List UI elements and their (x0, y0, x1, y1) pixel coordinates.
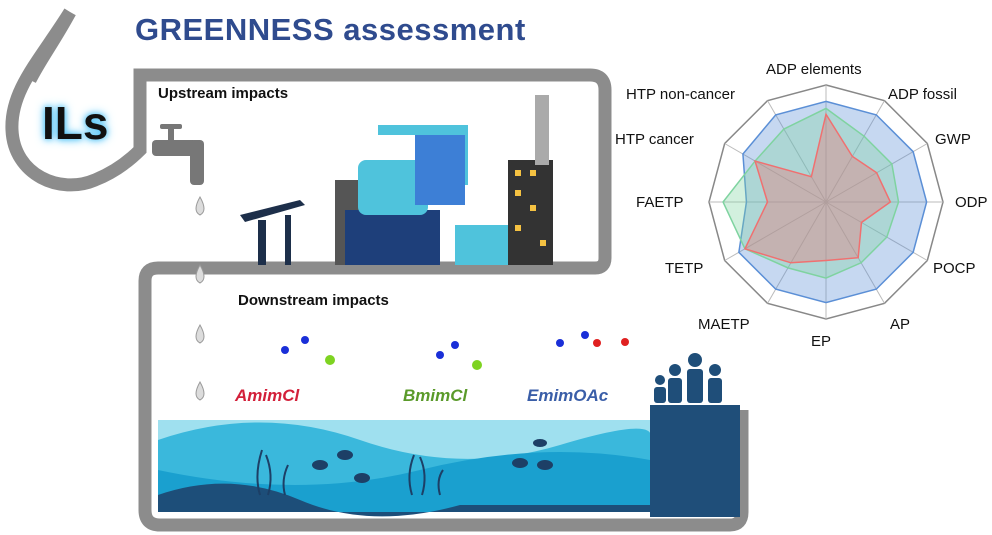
axis-label: HTP non-cancer (626, 86, 735, 103)
axis-label: POCP (933, 260, 976, 277)
page-title: GREENNESS assessment (135, 12, 526, 47)
shore-pillar (650, 405, 740, 517)
fish-icons (312, 439, 553, 483)
radar-axis-line (724, 201, 827, 261)
seaweed-icons (256, 449, 444, 496)
radar-series-amimcl (743, 112, 892, 264)
droplet-icons (195, 195, 205, 401)
axis-label: GWP (935, 131, 971, 148)
axis-label: AP (890, 316, 911, 333)
chem-label-bmimcl: BmimCl (403, 386, 468, 405)
faucet-icon (152, 124, 204, 185)
pipe-outline (5, 8, 749, 532)
radar-axis-line (767, 100, 827, 203)
axis-label: MAETP (698, 316, 750, 333)
radar-axis-line (825, 201, 885, 304)
axis-label: EP (811, 333, 832, 350)
radar-axis-line (724, 143, 827, 203)
people-icon (654, 353, 722, 403)
axis-label: ODP (955, 194, 988, 211)
chem-label-amimcl: AmimCl (235, 386, 300, 405)
radar-chart (708, 84, 944, 320)
axis-label: FAETP (636, 194, 684, 211)
axis-label: TETP (665, 260, 704, 277)
ils-label: ILs (42, 97, 109, 149)
radar-axis-line (767, 201, 827, 304)
molecule-illustrations (281, 331, 629, 370)
radar-axis-line (825, 201, 928, 261)
water-body (158, 420, 651, 517)
chem-label-emimoac: EmimOAc (527, 386, 609, 405)
axis-label: ADP elements (766, 61, 862, 78)
axis-label: HTP cancer (615, 131, 694, 148)
radar-axis-line (825, 100, 885, 203)
downstream-label: Downstream impacts (238, 292, 389, 309)
factory-illustration (240, 95, 553, 265)
axis-label: ADP fossil (888, 86, 957, 103)
upstream-label: Upstream impacts (158, 85, 289, 102)
